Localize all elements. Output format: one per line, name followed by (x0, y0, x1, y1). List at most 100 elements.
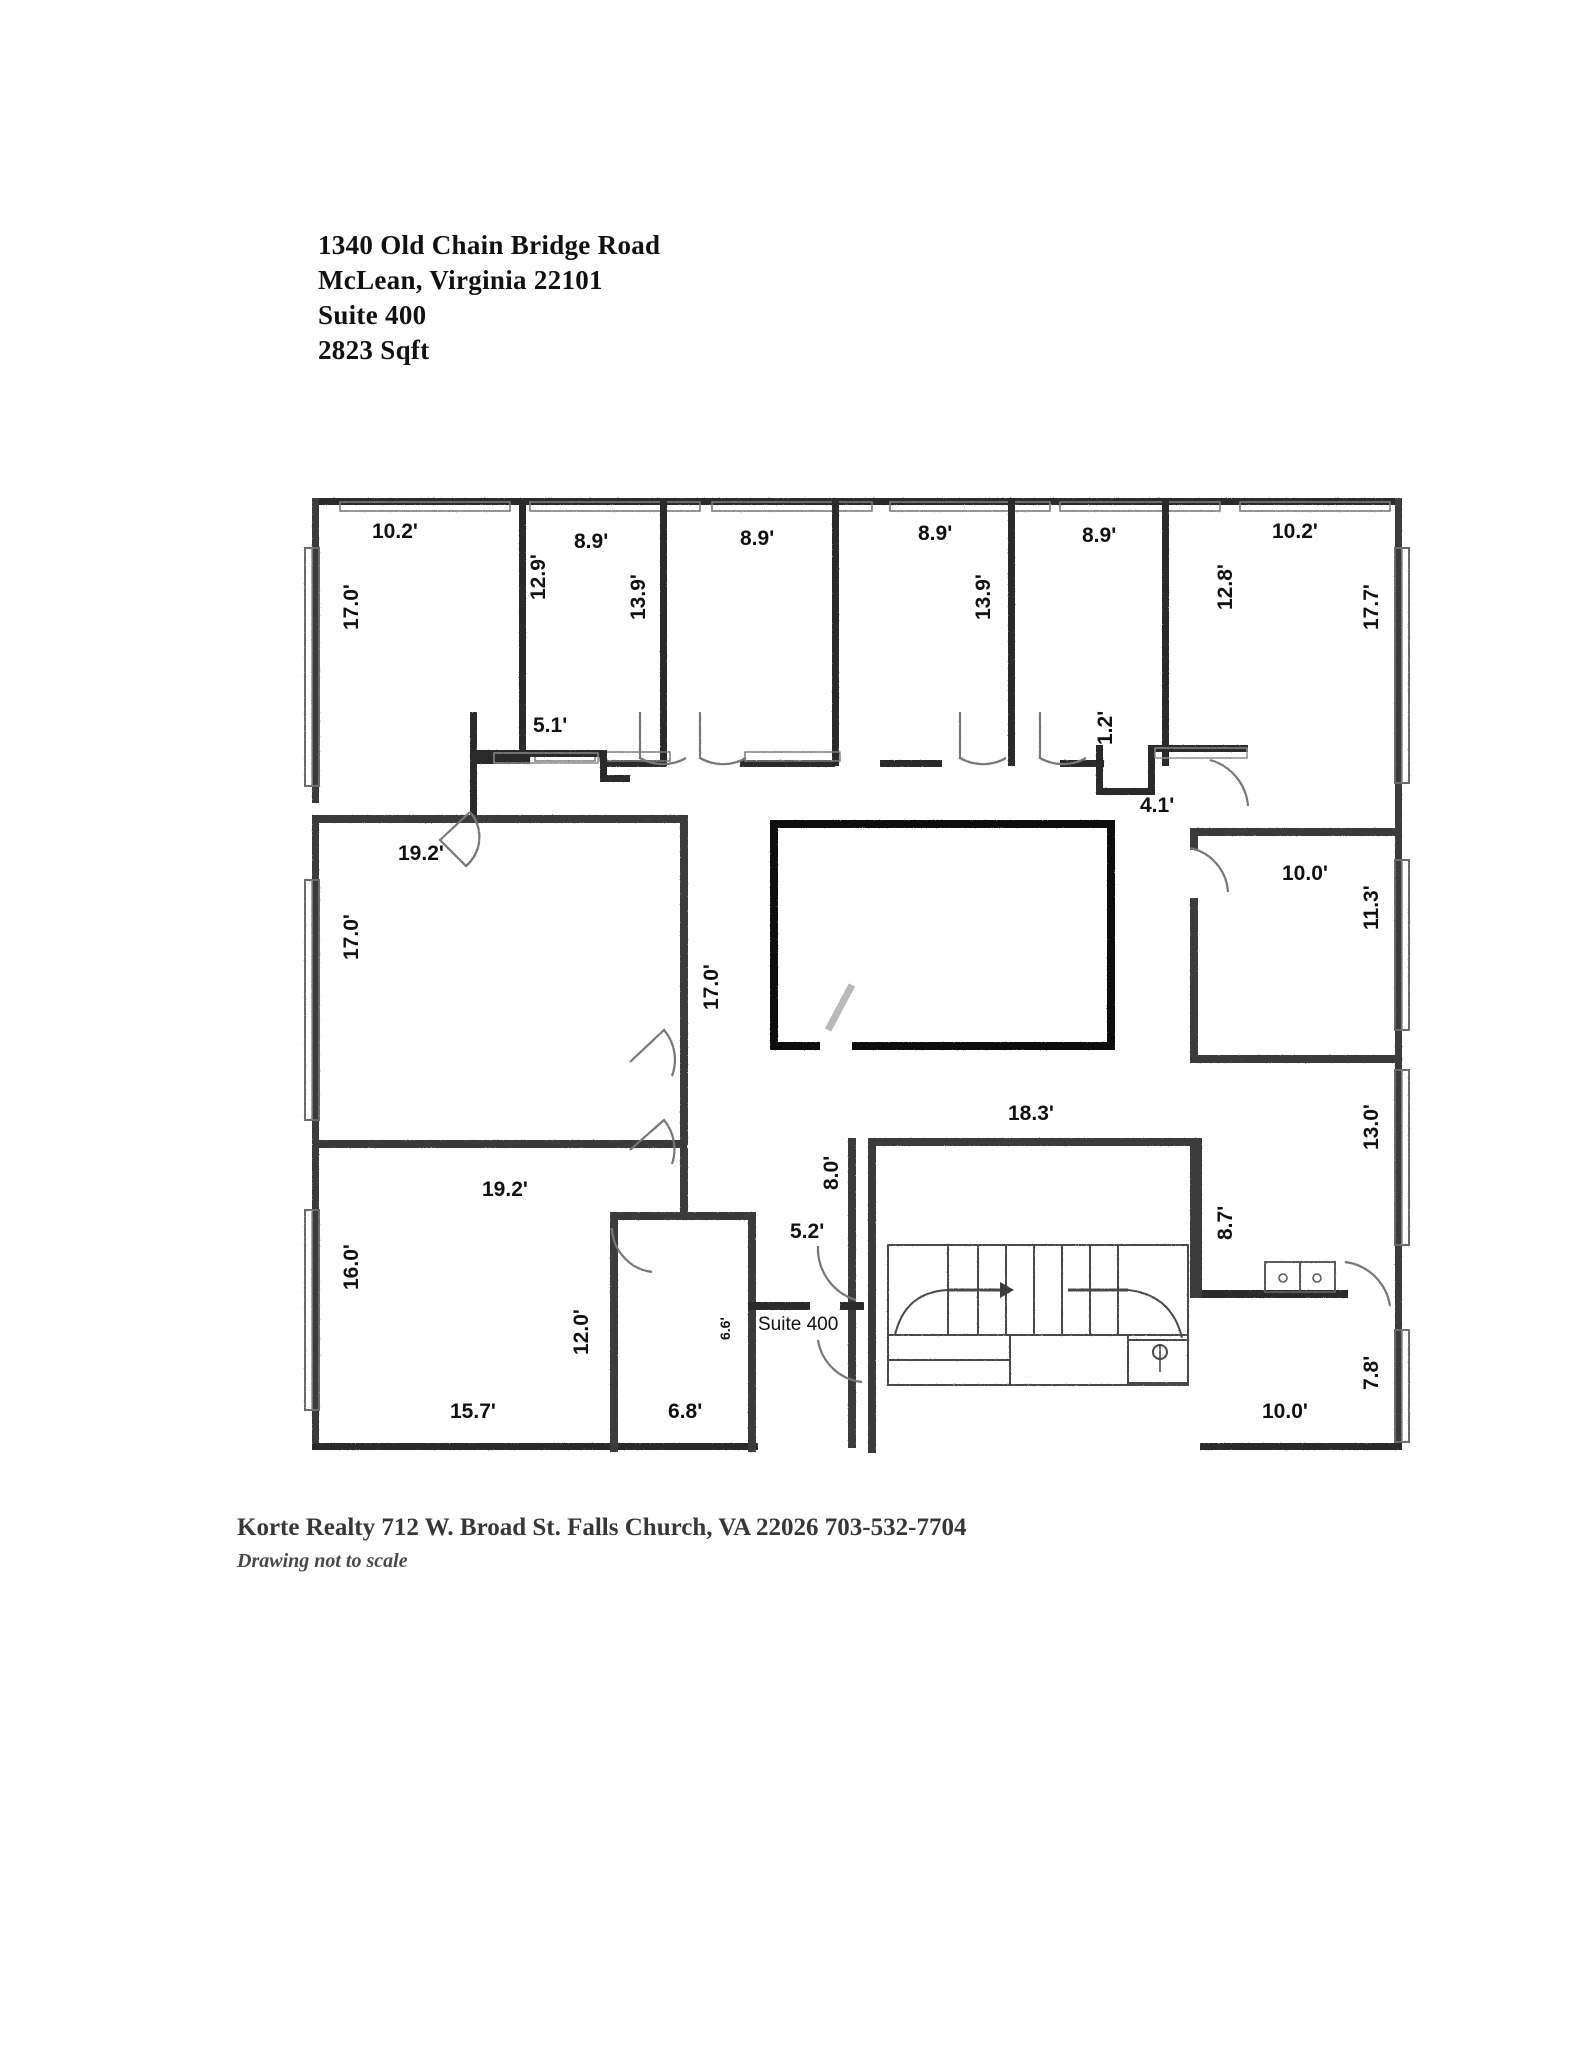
dim-alcove-width: 4.1' (1140, 794, 1174, 817)
door-icon-office5 (1038, 712, 1087, 766)
wall-right-room-top (1190, 828, 1402, 836)
door-icon-conf-mid (629, 1028, 677, 1077)
wall-exterior-right (1395, 498, 1402, 1450)
dim-office3-width: 8.9' (740, 527, 774, 550)
door-icon-office3 (698, 712, 747, 766)
dim-conference-depth: 17.0' (700, 964, 723, 1010)
wall-small-office-left (610, 1212, 618, 1452)
core-wall-right (1107, 820, 1115, 1050)
wall-group (304, 498, 1410, 1453)
wall-right-room-bottom (1190, 1055, 1402, 1063)
window-right-upper (1394, 547, 1410, 784)
wall-top-row-bottom-d (880, 760, 942, 767)
dim-stair-corridor-depth: 8.0' (820, 1156, 843, 1190)
wall-closet-right (1148, 745, 1155, 795)
wall-stairroom-left (868, 1138, 876, 1453)
door-icon-small-office (610, 1227, 653, 1274)
wall-corridor-stub-right (600, 750, 607, 782)
door-icon-office6 (1209, 758, 1250, 807)
wall-small-office-right (748, 1212, 756, 1452)
staircase (887, 1244, 1189, 1386)
wall-conference-right (680, 815, 688, 1145)
footer-scale-note: Drawing not to scale (237, 1549, 408, 1572)
dim-upper-right-height: 17.7' (1360, 584, 1383, 630)
header-line-suite: Suite 400 (318, 300, 427, 331)
wall-top-row-bottom-a (470, 757, 530, 764)
core-wall-top (770, 820, 1115, 828)
wall-small-office-top (610, 1212, 755, 1220)
core-diagonal-mark (824, 983, 856, 1032)
wall-top-row-bottom-e (1060, 760, 1104, 767)
address-header-block: 1340 Old Chain Bridge Road McLean, Virgi… (318, 228, 660, 368)
wall-exterior-bottom-right (1200, 1443, 1402, 1450)
dim-right-mid-height: 13.0' (1360, 1104, 1383, 1150)
dim-mid-left-height: 17.0' (340, 914, 363, 960)
window-top-strip-6 (1239, 501, 1391, 512)
dim-small-office-depth: 12.0' (570, 1309, 593, 1355)
window-left-lower (304, 1209, 320, 1411)
wall-entry-right-stub (840, 1302, 864, 1310)
wall-right-room-left (1190, 898, 1198, 1063)
dim-entry-width: 5.2' (790, 1220, 824, 1243)
dim-open-office-width: 19.2' (482, 1178, 528, 1201)
dim-top-right-width: 10.2' (1272, 520, 1318, 543)
label-suite-400: Suite 400 (758, 1314, 838, 1335)
dim-office2-depth: 12.9' (527, 554, 550, 600)
window-corridor-strip (493, 752, 599, 764)
dim-right-low-height: 7.8' (1360, 1356, 1383, 1390)
wall-closet-left (1096, 745, 1103, 795)
wall-exterior-left-upper (312, 498, 319, 803)
door-icon-office2 (638, 712, 687, 766)
wall-top-div-5 (1162, 498, 1169, 766)
wall-entry-left-stub (748, 1302, 810, 1310)
window-right-mid (1394, 859, 1410, 1031)
window-right-bottom (1394, 1329, 1410, 1443)
window-top-strip-2 (529, 501, 701, 512)
wall-between-19-rooms (312, 1140, 687, 1148)
window-left-upper (304, 547, 320, 787)
dim-stair-room-depth: 8.7' (1214, 1206, 1237, 1240)
window-top-strip-5 (1059, 501, 1221, 512)
wall-corridor-stub-foot (600, 775, 630, 782)
dim-conference-width: 19.2' (398, 842, 444, 865)
dim-stair-room-width: 18.3' (1008, 1102, 1054, 1125)
wall-stairroom-right (1194, 1138, 1202, 1298)
dim-upper-left-height: 17.0' (340, 584, 363, 630)
footer-block: Korte Realty 712 W. Broad St. Falls Chur… (237, 1512, 966, 1574)
header-line-area: 2823 Sqft (318, 335, 430, 366)
window-interior-strip-1 (599, 751, 671, 762)
door-icon-openoffice (629, 1118, 676, 1165)
dim-office2-width: 8.9' (574, 530, 608, 553)
wall-top-div-2 (660, 498, 667, 766)
wall-open-office-right (680, 1148, 688, 1218)
window-closet-strip (1154, 747, 1248, 759)
header-line-city: McLean, Virginia 22101 (318, 265, 603, 296)
dim-corridor-stub: 5.1' (533, 714, 567, 737)
window-interior-strip-2 (744, 751, 841, 762)
wall-stairroom-top (868, 1138, 1202, 1146)
wall-closet-bottom (1096, 788, 1151, 795)
wall-top-row-bottom-c (740, 760, 835, 767)
door-icon-right-room (1189, 846, 1230, 893)
window-top-strip-3 (711, 501, 873, 512)
dim-bottom-mid-width: 6.8' (668, 1400, 702, 1423)
dim-right-room-height: 11.3' (1360, 885, 1383, 930)
wall-bottom-right-top (1198, 1290, 1348, 1298)
core-wall-left (770, 820, 778, 1050)
dim-office4-depth: 13.9' (972, 574, 995, 620)
door-icon-bottom-right (1344, 1260, 1392, 1307)
footer-realty-credit: Korte Realty 712 W. Broad St. Falls Chur… (237, 1514, 967, 1541)
dim-office4-width: 8.9' (918, 522, 952, 545)
dim-office5-width: 8.9' (1082, 524, 1116, 547)
window-top-strip-4 (889, 501, 1051, 512)
wall-top-div-3 (832, 498, 839, 766)
wall-corridor-stub-left (470, 712, 477, 822)
wall-corridor-top (312, 815, 687, 823)
wall-top-div-4 (1008, 498, 1015, 766)
dim-office3-depth: 13.9' (627, 574, 650, 620)
dimension-labels: 10.2' 8.9' 8.9' 8.9' 8.9' 10.2' 12.9' 13… (340, 520, 1383, 1423)
wall-corridor-stairs-left (848, 1138, 856, 1448)
dim-closet-width: 1.2' (1094, 711, 1117, 745)
